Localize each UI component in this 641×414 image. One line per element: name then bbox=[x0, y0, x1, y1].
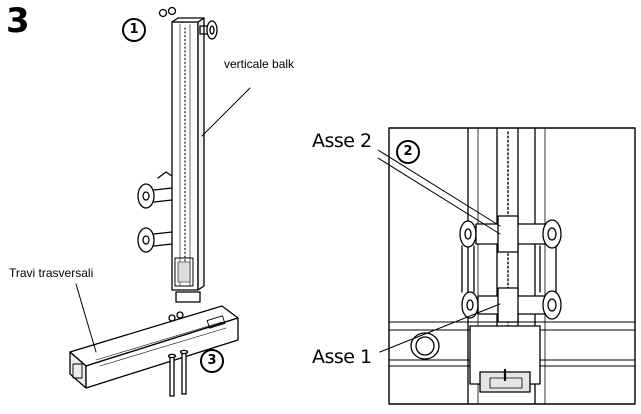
cross-beam-drawing bbox=[69, 305, 239, 397]
callout-badge-2: 2 bbox=[396, 140, 420, 164]
step-number: 3 bbox=[6, 1, 30, 41]
vertical-beam-label: verticale balk bbox=[224, 57, 295, 71]
callout-badge-1: 1 bbox=[122, 18, 146, 42]
vertical-beam-drawing bbox=[137, 6, 218, 303]
detail-box-drawing bbox=[388, 127, 636, 405]
axle-2-label: Asse 2 bbox=[312, 130, 372, 152]
callout-badge-3: 3 bbox=[200, 349, 224, 373]
cross-beams-label: Travi trasversali bbox=[9, 266, 94, 280]
axle-1-label: Asse 1 bbox=[312, 346, 372, 368]
